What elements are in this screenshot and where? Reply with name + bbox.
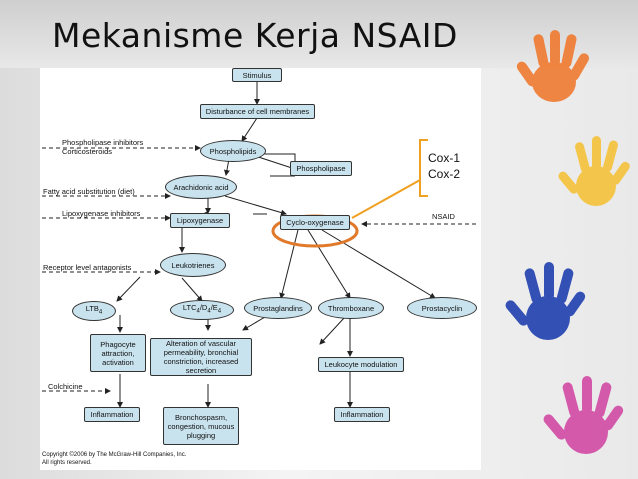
node-leukotrienes-label: Leukotrienes [171,260,215,270]
copyright-line-2: All rights reserved. [42,460,92,466]
cox-callout: Cox-1 Cox-2 [428,150,460,182]
copyright-line-1: Copyright ©2006 by The McGraw-Hill Compa… [42,452,187,458]
node-phospholipase-label: Phospholipase [296,164,346,173]
node-ltc4-label: LTC4/D4/E4 [183,303,221,317]
node-inflammation-2-label: Inflammation [340,410,384,419]
node-lipoxygenase: Lipoxygenase [170,213,230,228]
node-phospholipase: Phospholipase [290,161,352,176]
node-prostaglandins: Prostaglandins [244,297,312,319]
node-disturbance: Disturbance of cell membranes [200,104,315,119]
diagram-panel [40,68,481,470]
ltc-sub-3: 4 [217,308,222,315]
node-ltb4: LTB4 [72,301,116,321]
node-phospholipids: Phospholipids [200,140,266,162]
node-disturbance-label: Disturbance of cell membranes [205,107,310,116]
node-stimulus: Stimulus [232,68,282,82]
node-ltc4: LTC4/D4/E4 [170,300,234,320]
node-cyclooxygenase: Cyclo-oxygenase [280,215,350,230]
node-thromboxane-label: Thromboxane [327,303,375,313]
node-arachidonic: Arachidonic acid [165,175,237,199]
node-inflammation-1-label: Inflammation [90,410,134,419]
cox-1-label: Cox-1 [428,151,461,165]
node-inflammation-1: Inflammation [84,407,140,422]
node-leukocyte: Leukocyte modulation [318,357,404,372]
node-phospholipids-label: Phospholipids [209,146,257,156]
node-cyclooxygenase-label: Cyclo-oxygenase [286,218,344,227]
node-inflammation-2: Inflammation [334,407,390,422]
node-leukocyte-label: Leukocyte modulation [324,360,398,369]
ltd-text: /D [199,303,208,313]
node-alteration: Alteration of vascular permeability, bro… [150,338,252,376]
ltc-sub-2: 4 [207,308,211,315]
node-lipoxygenase-label: Lipoxygenase [176,216,224,225]
pink-hand-icon [543,376,624,454]
node-stimulus-label: Stimulus [242,70,272,80]
ltb4-text: LTB [85,304,99,314]
node-phagocyte: Phagocyte attraction, activation [90,334,146,372]
label-receptor-antagonists: Receptor level antagonists [43,263,132,272]
cox-2-label: Cox-2 [428,167,461,181]
ltb4-sub: 4 [98,309,103,316]
node-bronchospasm: Bronchospasm, congestion, mucous pluggin… [163,407,239,445]
ltc-sub-1: 4 [196,308,200,315]
node-bronchospasm-label: Bronchospasm, congestion, mucous pluggin… [167,412,235,440]
node-arachidonic-label: Arachidonic acid [173,182,229,192]
lte-text: /E [210,303,218,313]
node-prostacyclin: Prostacyclin [407,297,477,319]
node-phagocyte-label: Phagocyte attraction, activation [100,339,136,367]
label-nsaid: NSAID [432,212,455,221]
node-alteration-label: Alteration of vascular permeability, bro… [163,339,239,375]
node-thromboxane: Thromboxane [318,297,384,319]
node-prostaglandins-label: Prostaglandins [253,303,303,313]
ltc-text: LTC [182,303,197,313]
label-phospholipase-inhibitors: Phospholipase inhibitors [62,138,144,147]
label-lipoxygenase-inhibitors: Lipoxygenase inhibitors [62,209,141,218]
node-prostacyclin-label: Prostacyclin [421,303,463,313]
label-fatty-acid: Fatty acid substitution (diet) [43,187,135,196]
blue-hand-icon [505,262,586,340]
node-leukotrienes: Leukotrienes [160,253,226,277]
label-corticosteroids: Corticosteroids [62,147,113,156]
title-band [0,0,638,68]
orange-hand-icon [516,30,589,102]
node-ltb4-label: LTB4 [86,304,103,318]
label-colchicine: Colchicine [48,382,83,391]
slide-title: Mekanisme Kerja NSAID [52,16,458,55]
diagram-connectors [42,82,476,408]
yellow-hand-icon [558,136,630,206]
